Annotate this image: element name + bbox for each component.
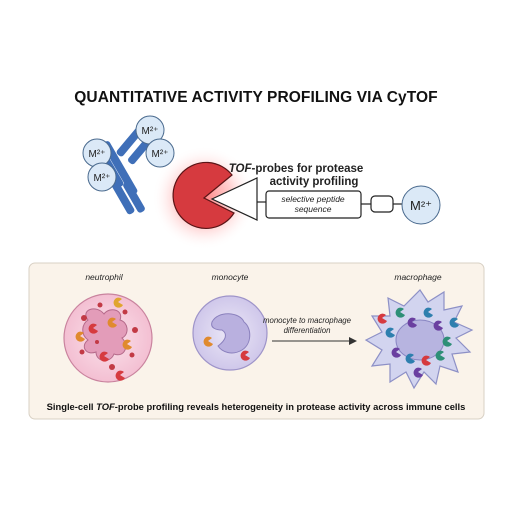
page-title: QUANTITATIVE ACTIVITY PROFILING VIA CyTO… — [74, 89, 438, 106]
macrophage-label: macrophage — [394, 272, 442, 282]
monocyte-cell — [192, 295, 268, 371]
linker — [370, 195, 394, 213]
neutrophil-nucleus — [82, 308, 128, 361]
svg-text:M²⁺: M²⁺ — [410, 198, 432, 213]
metal-tag: M²⁺ — [82, 138, 112, 168]
macrophage-cell — [364, 289, 474, 390]
svg-text:TOF-probes for protease: TOF-probes for protease — [229, 163, 364, 175]
neutrophil-cell — [63, 293, 153, 383]
probe-marker — [203, 336, 250, 361]
peptide-sequence: selective peptide sequence — [265, 190, 362, 219]
metal-tag: M²⁺ — [87, 162, 117, 192]
transition-label: differentiation — [284, 326, 331, 335]
probe-marker — [75, 297, 132, 381]
metal-tag: M²⁺ — [145, 138, 175, 168]
svg-text:M²⁺: M²⁺ — [94, 173, 111, 184]
probe-warhead — [210, 177, 258, 221]
monocyte-nucleus — [211, 313, 251, 354]
probe-marker — [377, 307, 459, 378]
transition-label: monocyte to macrophage — [263, 316, 352, 325]
svg-text:M²⁺: M²⁺ — [152, 149, 169, 160]
protease-enzyme — [172, 161, 235, 230]
svg-text:activity profiling: activity profiling — [270, 176, 359, 188]
svg-text:selective peptide: selective peptide — [281, 194, 345, 204]
svg-text:M²⁺: M²⁺ — [142, 126, 159, 137]
monocyte-label: monocyte — [212, 272, 249, 282]
svg-text:M²⁺: M²⁺ — [89, 149, 106, 160]
svg-text:sequence: sequence — [295, 204, 332, 214]
probe-metal-tag: M²⁺ — [401, 185, 441, 225]
panel-caption: Single-cell TOF-probe profiling reveals … — [46, 401, 466, 412]
probe-heading: TOF-probes for protease activity profili… — [229, 163, 364, 188]
neutrophil-label: neutrophil — [85, 272, 123, 282]
